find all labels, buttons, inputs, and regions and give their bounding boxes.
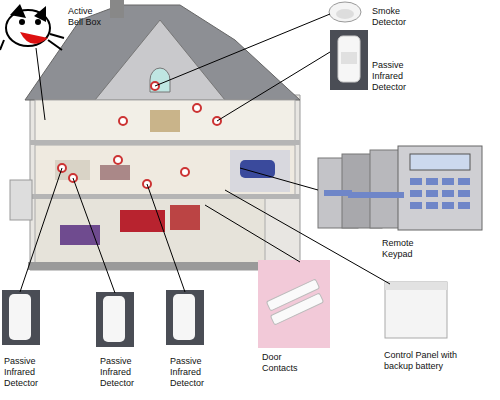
bell-box-dog bbox=[0, 4, 64, 50]
device-label: Door Contacts bbox=[262, 352, 312, 374]
leader-lines bbox=[20, 14, 390, 293]
device-label: Passive Infrared Detector bbox=[4, 356, 52, 389]
keypad-photo bbox=[318, 146, 482, 230]
device-label: Active Bell Box bbox=[68, 6, 104, 28]
device-label: Passive Infrared Detector bbox=[372, 60, 427, 93]
device-label: Remote Keypad bbox=[382, 238, 428, 260]
device-label: Smoke Detector bbox=[372, 6, 422, 28]
house bbox=[10, 0, 302, 270]
device-label: Passive Infrared Detector bbox=[170, 356, 218, 389]
control-panel-photo bbox=[385, 282, 447, 338]
device-label: Control Panel with backup battery bbox=[384, 350, 464, 372]
device-label: Passive Infrared Detector bbox=[100, 356, 148, 389]
door-contacts-photo bbox=[258, 260, 330, 348]
pir-photo-top bbox=[330, 30, 368, 90]
pir-photos-bottom bbox=[2, 290, 204, 347]
smoke-detector-photo bbox=[329, 2, 361, 22]
